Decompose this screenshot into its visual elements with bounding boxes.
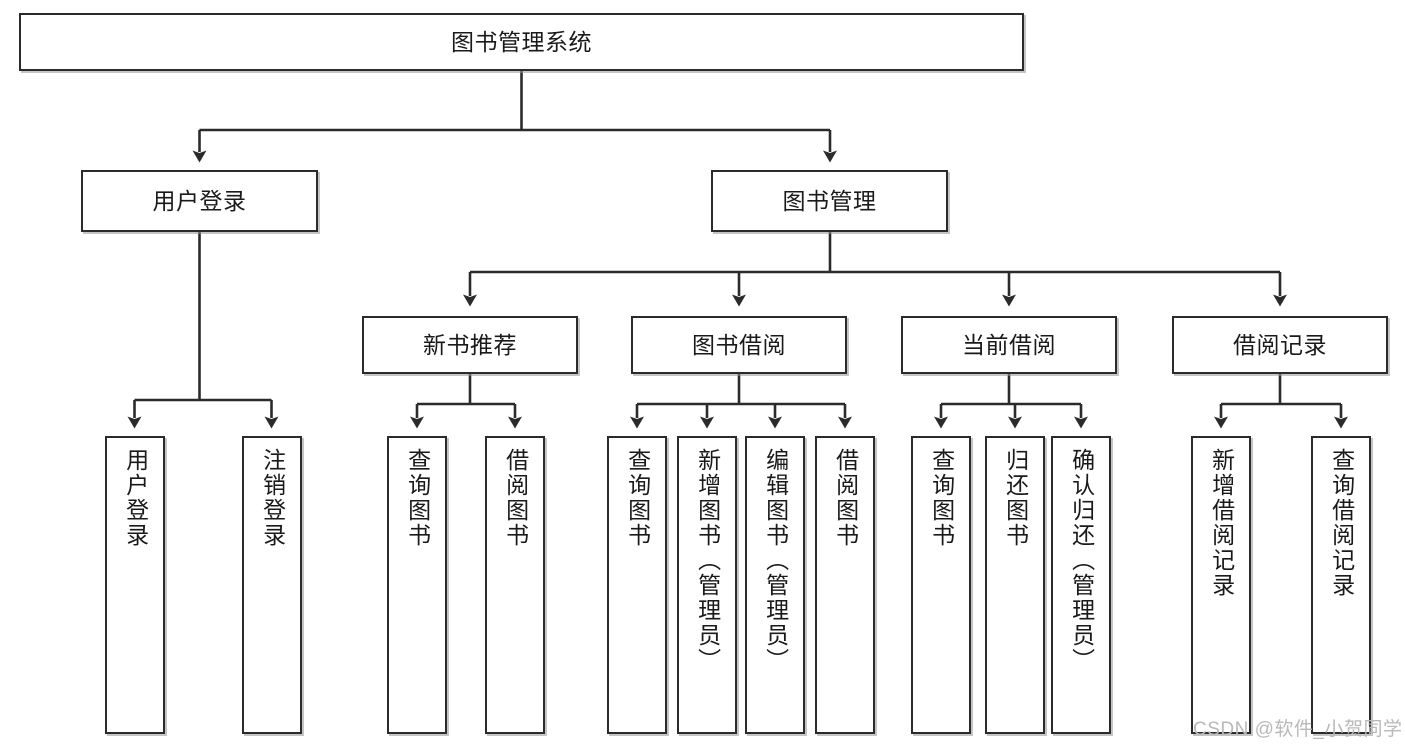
csdn-watermark: CSDN @软件_小贺同学 [1193,719,1403,740]
node-leaf-query-record-label: 查询借阅记录 [1328,448,1355,598]
node-leaf-borrow-book-2[interactable]: 借阅图书 [815,436,875,734]
node-leaf-query-book-1[interactable]: 查询图书 [387,436,447,734]
node-root-label: 图书管理系统 [451,28,592,55]
node-leaf-user-login-label: 用户登录 [122,448,149,548]
node-new-book-recommend-label: 新书推荐 [423,331,517,358]
node-book-manage[interactable]: 图书管理 [711,170,948,232]
node-book-borrow[interactable]: 图书借阅 [631,316,847,374]
node-leaf-add-record-label: 新增借阅记录 [1208,448,1235,598]
node-leaf-add-record[interactable]: 新增借阅记录 [1191,436,1251,734]
node-leaf-borrow-book-2-label: 借阅图书 [832,448,859,548]
node-leaf-add-book[interactable]: 新增图书（管理员） [677,436,737,734]
node-book-borrow-label: 图书借阅 [692,331,786,358]
node-leaf-user-logout[interactable]: 注销登录 [242,436,302,734]
node-borrow-record[interactable]: 借阅记录 [1172,316,1388,374]
node-current-borrow[interactable]: 当前借阅 [901,316,1117,374]
node-leaf-query-book-2-label: 查询图书 [624,448,651,548]
node-root[interactable]: 图书管理系统 [19,13,1024,71]
node-leaf-borrow-book-1-label: 借阅图书 [502,448,529,548]
node-leaf-query-book-2[interactable]: 查询图书 [607,436,667,734]
node-leaf-confirm-return-label: 确认归还（管理员） [1068,448,1095,673]
node-current-borrow-label: 当前借阅 [962,331,1056,358]
node-leaf-query-record[interactable]: 查询借阅记录 [1311,436,1371,734]
node-borrow-record-label: 借阅记录 [1233,331,1327,358]
node-leaf-user-logout-label: 注销登录 [259,448,286,548]
node-leaf-confirm-return[interactable]: 确认归还（管理员） [1051,436,1111,734]
node-leaf-add-book-label: 新增图书（管理员） [694,448,721,673]
node-leaf-edit-book-label: 编辑图书（管理员） [762,448,789,673]
node-leaf-user-login[interactable]: 用户登录 [105,436,165,734]
node-new-book-recommend[interactable]: 新书推荐 [362,316,578,374]
node-user-login-label: 用户登录 [152,187,247,214]
node-leaf-borrow-book-1[interactable]: 借阅图书 [485,436,545,734]
node-leaf-return-book[interactable]: 归还图书 [985,436,1045,734]
node-leaf-query-book-1-label: 查询图书 [404,448,431,548]
node-user-login[interactable]: 用户登录 [81,170,318,232]
node-book-manage-label: 图书管理 [782,187,877,214]
node-leaf-return-book-label: 归还图书 [1002,448,1029,548]
node-leaf-query-book-3[interactable]: 查询图书 [911,436,971,734]
node-leaf-edit-book[interactable]: 编辑图书（管理员） [745,436,805,734]
node-leaf-query-book-3-label: 查询图书 [928,448,955,548]
